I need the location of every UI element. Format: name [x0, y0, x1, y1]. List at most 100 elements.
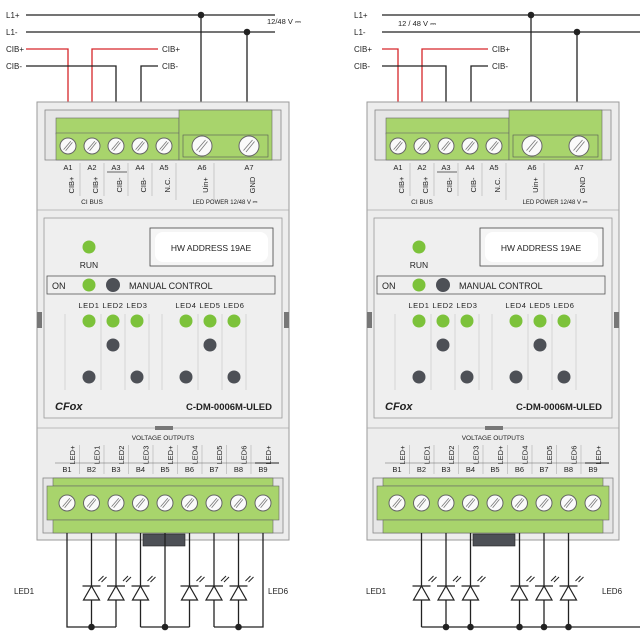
terminal-b6-function: LED4 — [521, 446, 530, 465]
screw-slot — [539, 497, 548, 507]
light-ray — [480, 576, 486, 583]
terminal-block-a-top — [385, 117, 510, 135]
light-ray — [553, 576, 560, 583]
screw-slot — [198, 141, 208, 153]
light-ray — [452, 575, 459, 582]
junction-dot — [161, 623, 169, 631]
channel-4-status-led — [179, 314, 193, 328]
terminal-b9-function: LED+ — [264, 445, 273, 465]
screw-slot — [233, 497, 242, 507]
cib-minus-wire-a4 — [470, 65, 488, 102]
screw-slot — [573, 139, 583, 151]
ci-bus-label: CI BUS — [81, 199, 103, 206]
screw-head — [58, 494, 76, 512]
screw-head — [191, 135, 213, 157]
channel-3-label: LED3 — [126, 301, 147, 310]
manual-control-label: MANUAL CONTROL — [129, 281, 213, 291]
channel-4-button-led — [179, 370, 193, 384]
terminal-b4-function: LED3 — [142, 446, 151, 465]
terminal-b6-label: B6 — [515, 465, 524, 474]
screw-terminal-icon — [485, 137, 503, 155]
channel-1-status-led — [412, 314, 426, 328]
diode-triangle — [106, 584, 126, 601]
screw-slot — [590, 499, 598, 509]
hw-address-plate — [485, 232, 598, 262]
light-ray — [529, 576, 535, 583]
screw-slot — [137, 142, 145, 152]
channel-1-label: LED1 — [78, 301, 99, 310]
screw-slot — [63, 140, 72, 150]
led-diode-icon — [204, 575, 230, 601]
screw-head — [389, 137, 407, 155]
channel-5-mid-led — [203, 338, 217, 352]
supply-voltage-label: 12 / 48 V ⎓ — [398, 19, 437, 28]
cib-plus-out-label: CIB+ — [162, 45, 180, 54]
junction-dot — [88, 623, 95, 631]
terminal-a5-function: N.C. — [163, 178, 172, 193]
terminal-b3-label: B3 — [441, 465, 450, 474]
ci-bus-label: CI BUS — [411, 199, 433, 206]
channel-2-label: LED2 — [102, 301, 123, 310]
terminal-b6-label: B6 — [185, 465, 194, 474]
screw-terminal-icon — [388, 494, 406, 512]
led-diode-icon — [180, 575, 205, 601]
side-latch — [614, 312, 619, 328]
terminal-a5-label: A5 — [159, 163, 168, 172]
channel-6-button-led — [227, 370, 241, 384]
terminal-b7-function: LED5 — [545, 446, 554, 465]
screw-terminal-icon — [462, 494, 479, 512]
junction-dot — [243, 28, 251, 36]
channel-2-label: LED2 — [432, 301, 453, 310]
light-ray — [575, 575, 581, 582]
screw-slot — [516, 499, 525, 509]
manual-control-button[interactable] — [106, 278, 120, 292]
led-group-label-last: LED6 — [602, 587, 623, 596]
terminal-a4-label: A4 — [135, 163, 144, 172]
channel-3-button-led — [130, 370, 144, 384]
diode-triangle — [461, 584, 480, 601]
channel-2-status-led — [436, 314, 450, 328]
light-ray — [125, 576, 132, 583]
screw-head — [254, 494, 272, 512]
screw-slot — [419, 142, 427, 152]
model-label: C-DM-0006M-ULED — [186, 402, 272, 413]
channel-1-status-led — [82, 314, 96, 328]
brand-logo: CFox — [385, 401, 413, 413]
manual-control-button[interactable] — [436, 278, 450, 292]
screw-slot — [161, 142, 169, 152]
screw-terminal-icon — [156, 494, 174, 512]
hw-address-plate — [155, 232, 268, 262]
terminal-b9-label: B9 — [588, 465, 597, 474]
channel-2-mid-led — [106, 338, 120, 352]
screw-head — [511, 494, 528, 512]
terminal-b6-function: LED4 — [191, 446, 200, 465]
screw-slot — [395, 142, 403, 152]
light-ray — [550, 575, 557, 582]
side-latch — [37, 312, 42, 328]
junction-dot — [540, 623, 548, 631]
diode-triangle — [229, 584, 248, 601]
screw-slot — [491, 142, 499, 152]
diode-triangle — [131, 584, 150, 601]
channel-5-status-led — [203, 314, 217, 328]
terminal-a4-function: CIB- — [469, 177, 478, 193]
screw-slot — [514, 497, 523, 507]
led-diode-icon — [82, 575, 107, 601]
screw-head — [107, 494, 125, 512]
diode-triangle — [412, 584, 431, 601]
screw-slot — [243, 139, 253, 151]
screw-slot — [65, 142, 73, 152]
terminal-block-b-top — [52, 477, 274, 487]
terminal-a7-label: A7 — [574, 163, 583, 172]
screw-head — [521, 135, 543, 157]
screw-terminal-icon — [254, 494, 272, 512]
screw-slot — [87, 140, 96, 150]
led-power-label: LED POWER 12/48 V ⎓ — [523, 200, 588, 206]
junction-dot — [442, 623, 450, 631]
cib-plus-wire-a1 — [382, 48, 399, 102]
channel-2-status-led — [106, 314, 120, 328]
manual-control-bar — [376, 275, 606, 295]
on-label: ON — [52, 281, 66, 291]
screw-slot — [467, 142, 475, 152]
channel-6-label: LED6 — [553, 301, 574, 310]
